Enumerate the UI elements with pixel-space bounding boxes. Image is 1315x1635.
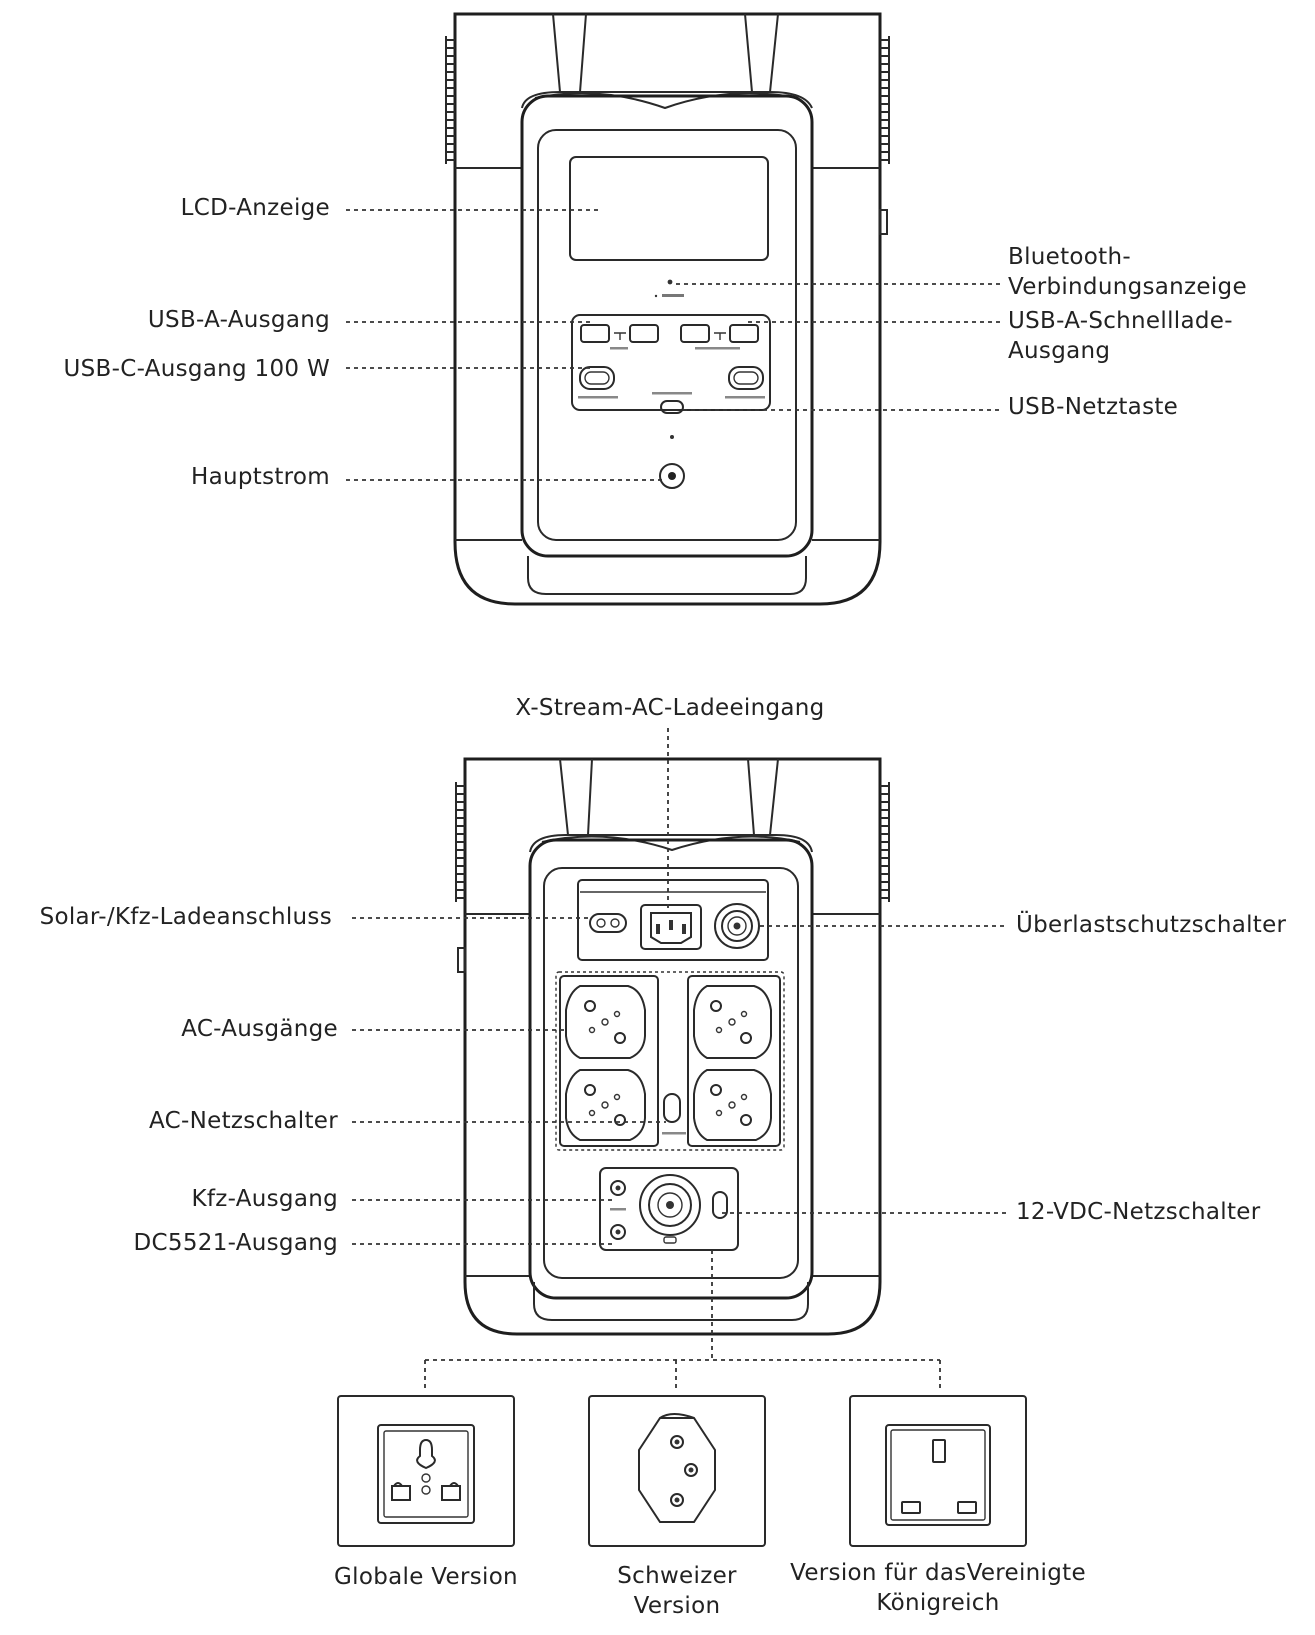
label-usb-a-output: USB-A-Ausgang: [147, 307, 330, 333]
front-leader-lines: [346, 209, 1000, 481]
usb-a-fast-port-2: [729, 324, 759, 343]
usb-a-port-2: [629, 324, 659, 343]
label-x-stream-ac-input: X-Stream-AC-Ladeeingang: [515, 695, 825, 721]
ac-outlet-area: [555, 971, 785, 1151]
ac-power-switch: [663, 1093, 681, 1123]
dc-output-block: [599, 1167, 739, 1251]
label-ac-outputs: AC-Ausgänge: [181, 1016, 338, 1042]
label-solar-car-charge-port: Solar-/Kfz-Ladeanschluss: [39, 904, 332, 930]
swiss-version-plug: [588, 1395, 766, 1547]
label-overload-protection-switch: Überlastschutzschalter: [1016, 912, 1287, 938]
label-lcd-display: LCD-Anzeige: [180, 195, 330, 221]
rear-view: [455, 757, 890, 1336]
label-ac-power-switch: AC-Netzschalter: [149, 1108, 338, 1134]
uk-version-plug: [849, 1395, 1027, 1547]
ac-outlet-2: [565, 1069, 646, 1141]
label-usb-a-fast-line2: Ausgang: [1008, 338, 1111, 364]
label-uk-version-line2: Königreich: [876, 1590, 1000, 1616]
x-stream-ac-input: [640, 904, 702, 950]
label-swiss-version-line1: Schweizer: [617, 1563, 737, 1589]
right-grip-ridges: [880, 36, 890, 164]
label-global-version: Globale Version: [334, 1564, 518, 1590]
dc5521-port-2: [610, 1224, 626, 1240]
label-dc5521-output: DC5521-Ausgang: [133, 1230, 338, 1256]
usb-port-block: [571, 314, 771, 411]
overload-protection-switch: [714, 903, 760, 949]
rear-leader-lines: [352, 728, 1008, 1392]
label-usb-c-output: USB-C-Ausgang 100 W: [63, 356, 330, 382]
label-car-output: Kfz-Ausgang: [191, 1186, 338, 1212]
left-grip-ridges-rear: [455, 782, 465, 902]
label-bluetooth-line2: Verbindungsanzeige: [1008, 274, 1247, 300]
label-swiss-version-line2: Version: [633, 1593, 721, 1619]
rear-input-block: [577, 879, 769, 961]
car-output-socket: [639, 1174, 701, 1236]
left-grip-ridges: [445, 36, 455, 164]
dc5521-port-1: [610, 1180, 626, 1196]
ac-outlet-4: [693, 1069, 772, 1141]
label-uk-version-line1: Version für dasVereinigte: [790, 1560, 1086, 1586]
lcd-display: [569, 156, 769, 261]
solar-car-charge-port: [589, 913, 627, 933]
12vdc-power-switch: [712, 1191, 728, 1219]
main-power-button: [659, 463, 685, 489]
usb-a-fast-port-1: [680, 324, 710, 343]
usb-c-port-2: [728, 366, 764, 390]
label-12vdc-power-switch: 12-VDC-Netzschalter: [1016, 1199, 1261, 1225]
global-version-plug: [337, 1395, 515, 1547]
usb-c-port-1: [579, 366, 615, 390]
label-bluetooth-line1: Bluetooth-: [1008, 244, 1131, 270]
label-usb-power-button: USB-Netztaste: [1008, 394, 1179, 420]
bluetooth-indicator: [667, 279, 673, 285]
usb-power-button: [660, 400, 684, 414]
ac-outlet-1: [565, 985, 646, 1059]
usb-a-port-1: [580, 324, 610, 343]
front-view: [445, 12, 890, 606]
ac-outlet-3: [693, 985, 772, 1059]
label-main-power: Hauptstrom: [190, 464, 330, 490]
right-grip-ridges-rear: [880, 782, 890, 902]
label-usb-a-fast-line1: USB-A-Schnelllade-: [1008, 308, 1233, 334]
